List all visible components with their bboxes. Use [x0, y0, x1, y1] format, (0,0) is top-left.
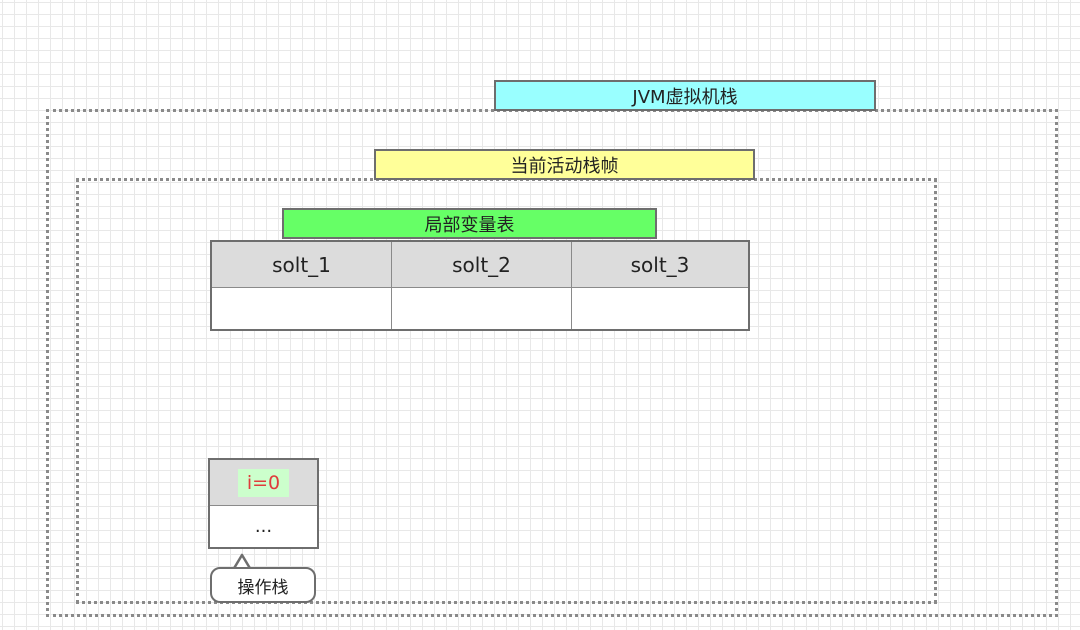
slot-3-header: solt_3: [572, 242, 748, 288]
slot-1-header: solt_1: [212, 242, 392, 288]
operand-stack-rest: ...: [254, 515, 273, 537]
operand-stack-top-value: i=0: [237, 468, 290, 497]
operand-stack-callout: 操作栈: [210, 567, 316, 603]
operand-stack-top: i=0: [210, 460, 317, 506]
local-variable-table-label: 局部变量表: [282, 208, 657, 239]
operand-stack: i=0 ...: [208, 458, 319, 549]
jvm-stack-label: JVM虚拟机栈: [494, 80, 876, 111]
slot-3-value: [572, 288, 748, 329]
current-frame-label: 当前活动栈帧: [374, 149, 755, 180]
slot-2-header: solt_2: [392, 242, 572, 288]
slot-1-value: [212, 288, 392, 329]
slot-2-value: [392, 288, 572, 329]
local-variable-table: solt_1 solt_2 solt_3: [210, 240, 750, 331]
